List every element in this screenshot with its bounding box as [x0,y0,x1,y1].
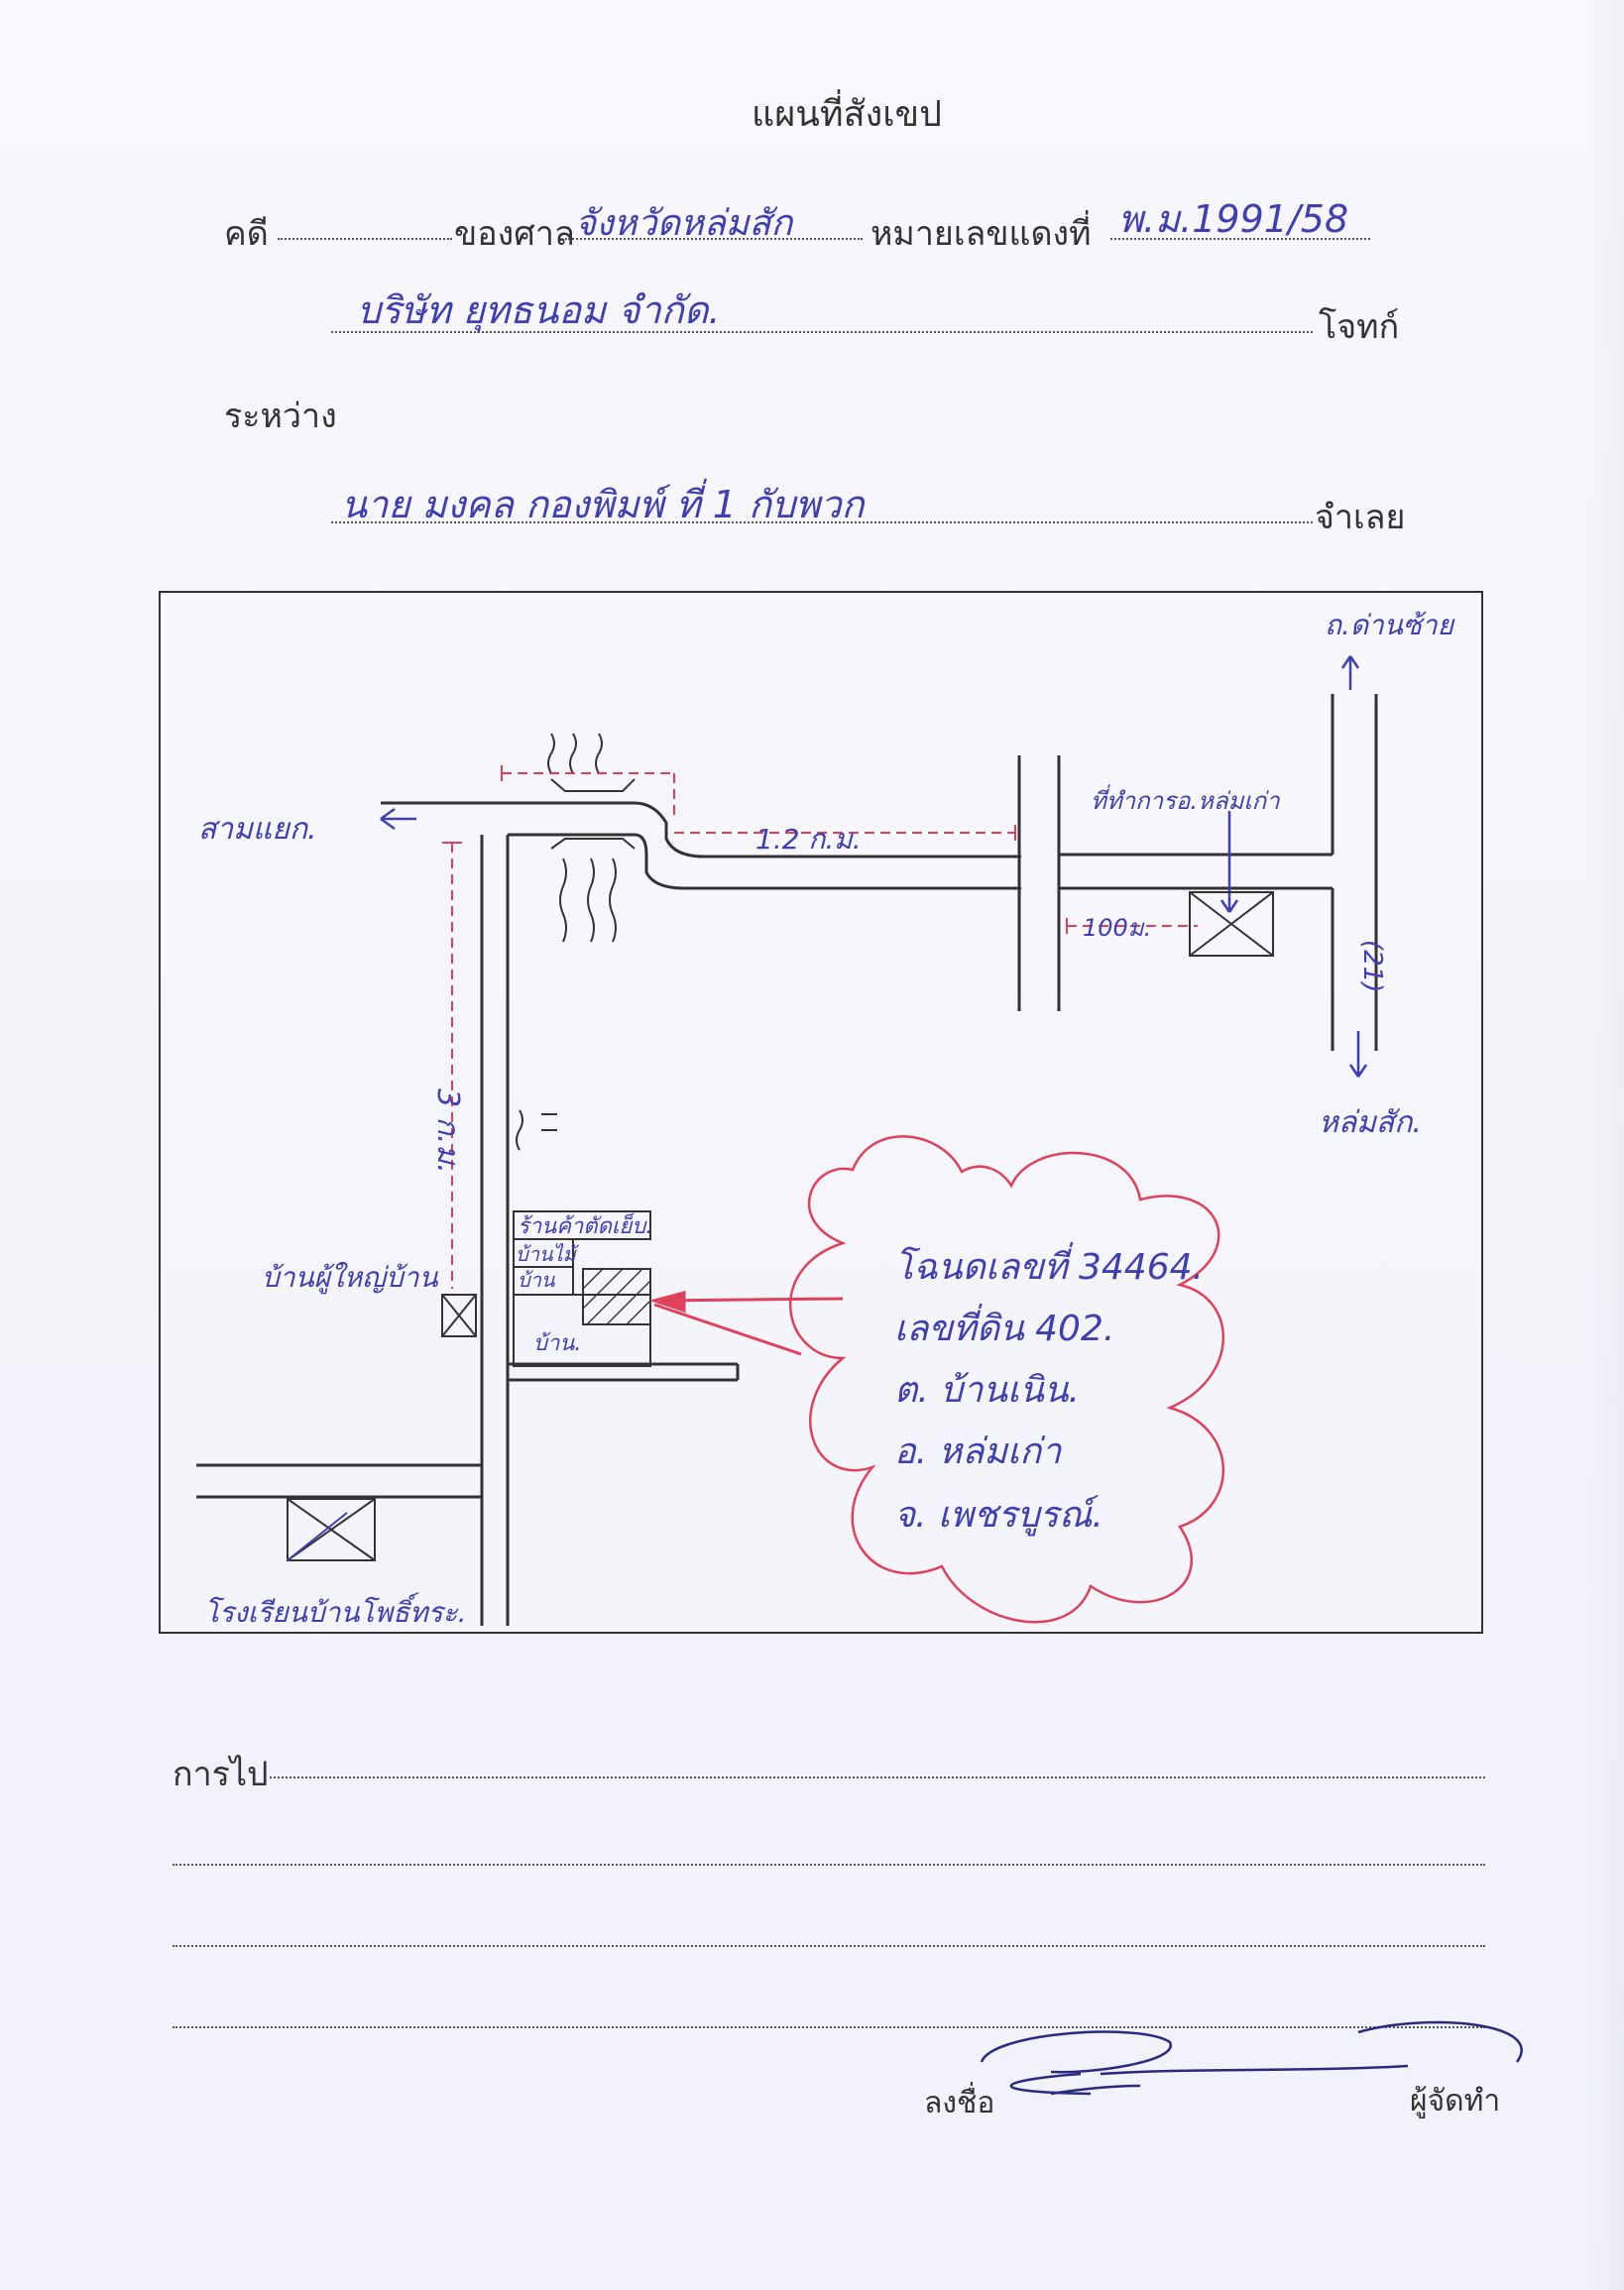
school-building [287,1498,376,1561]
hatch-1 [582,1268,604,1290]
headman-diag-2 [441,1294,477,1337]
label-school: โรงเรียนบ้านโพธิ์ทระ. [204,1592,467,1629]
school-diag-2 [287,1498,376,1561]
court-value: จังหวัดหล่มสัก [575,203,793,244]
arrows [380,655,1368,1078]
arrow-west [380,807,416,831]
label-road-number: (21) [1357,940,1387,992]
school-pointer [287,1512,348,1561]
arrow-north [1340,655,1360,690]
label-distance-vertical: 3 ก.ม. [430,1088,465,1174]
headman-house [441,1294,477,1337]
bubble-line-3: ต. บ้านเนิน. [894,1370,1080,1411]
route-line-3 [173,1945,1485,1947]
bubble-pointer [648,1291,844,1356]
info-bubble [789,1135,1225,1624]
distance-caps [442,765,1068,934]
case-number-field [278,238,452,240]
temple-building [1189,891,1274,957]
road-upper-edge [381,801,1021,859]
route-line-4 [173,2026,1485,2028]
temple-diag-2 [1189,891,1274,957]
defendant-field [331,521,1313,523]
red-number-value: พ.ม.1991/58 [1118,197,1349,241]
road-lower-edge [508,833,1021,890]
bubble-line-5: จ. เพชรบูรณ์. [894,1495,1103,1537]
distance-lines [451,772,1198,1289]
map-frame [159,591,1483,1634]
defendant-label: จำเลย [1315,498,1406,537]
signature-path [980,2020,1523,2096]
bubble-line-2: เลขที่ดิน 402. [894,1303,1114,1349]
label-road-south: หล่มสัก. [1319,1105,1422,1140]
label-shop-1: ร้านค้าตัดเย็บ. [518,1212,652,1239]
red-number-label: หมายเลขแดงที่ [870,214,1092,254]
plaintiff-field [331,331,1313,333]
label-road-west: สามแยก. [198,812,317,847]
label-house-left: บ้านผู้ใหญ่บ้าน [262,1261,439,1295]
bubble-line-1: โฉนดเลขที่ 34464. [894,1241,1204,1288]
arrow-south [1348,1031,1368,1078]
label-shop-4: บ้าน. [533,1331,581,1356]
river-lower [559,858,617,943]
school-arrow [287,1512,348,1561]
label-shop-2: บ้านไม้ [516,1242,580,1266]
page-title: แผนที่สังเขป [752,94,942,135]
red-number-field [1110,238,1370,240]
hatch-4 [606,1280,651,1325]
between-label: ระหว่าง [224,397,337,436]
arrow-temple [1219,811,1239,913]
sign-label: ลงชื่อ [924,2086,995,2120]
label-temple: ที่ทำการอ.หล่มเก่า [1091,784,1281,815]
label-distance-top: 1.2 ก.ม. [755,823,862,856]
court-field [565,238,863,240]
plaintiff-value: บริษัท ยุทธนอม จำกัด. [357,288,721,332]
route-line-1 [270,1776,1485,1778]
label-distance-small: 100ม. [1083,914,1151,942]
shop-row-1 [513,1210,651,1240]
buildings [287,891,1274,1561]
route-line-2 [173,1864,1485,1866]
maker-label: ผู้จัดทำ [1410,2084,1501,2118]
target-plot [582,1268,651,1325]
river-upper [547,733,603,774]
defendant-value: นาย มงคล กองพิมพ์ ที่ 1 กับพวก [341,483,865,526]
hatch-3 [586,1268,643,1325]
target-hatch [582,1268,651,1325]
hatch-5 [626,1300,651,1325]
bridge-top [550,778,636,792]
bubble-line-4: อ. หล่มเก่า [894,1431,1063,1472]
road-lines [196,694,1378,1626]
plaintiff-label: โจทก์ [1319,307,1400,347]
pointer-head [648,1291,686,1314]
page-edge-shadow [1584,0,1624,2290]
court-label: ของศาล [454,214,575,254]
bridge-marks [516,733,636,1151]
label-road-north: ถ.ด่านซ้าย [1325,609,1455,641]
case-label: คดี [224,214,269,254]
route-label: การไป [173,1755,269,1794]
pointer-line-2 [653,1303,802,1356]
label-shop-3: บ้าน [518,1268,556,1292]
pointer-line-1 [653,1297,844,1303]
hatch-2 [582,1268,624,1310]
bridge-bottom [550,838,636,850]
river-side-mark [516,1109,557,1151]
